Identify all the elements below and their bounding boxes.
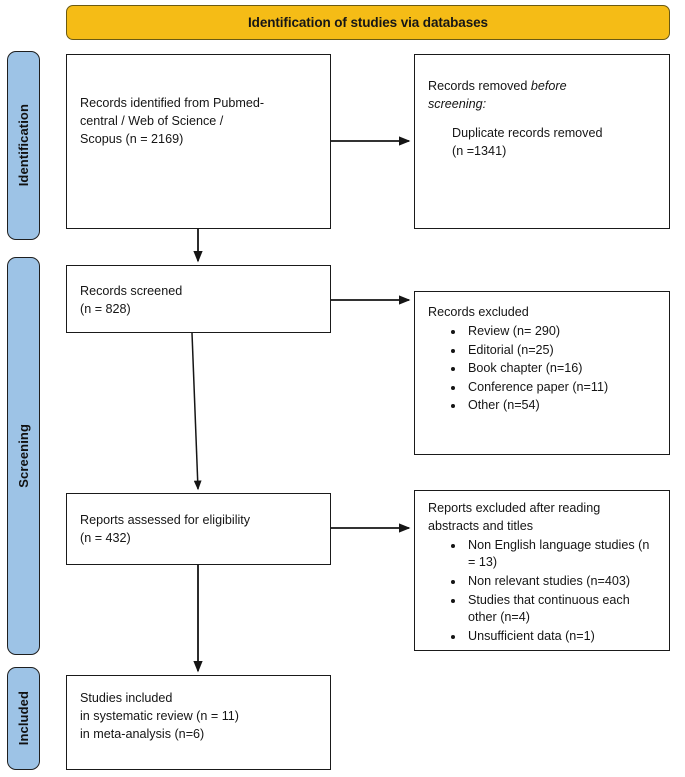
studies-included-line-3: in meta-analysis (n=6) [80,726,205,741]
arrow-screened-to-eligibility [191,332,202,491]
stage-tab-included-label: Included [16,691,31,746]
stage-tab-identification-label: Identification [16,104,31,187]
list-item: Editorial (n=25) [451,342,660,360]
list-item: Review (n= 290) [451,323,660,341]
box-reports-assessed-for-eligibility: Reports assessed for eligibility (n = 43… [66,493,331,565]
records-removed-italic-before: before [530,79,567,93]
list-item: Unsufficient data (n=1) [451,628,660,646]
records-removed-italic-screening: screening: [428,96,487,111]
banner-title: Identification of studies via databases [248,15,488,30]
list-item: Other (n=54) [451,397,660,415]
records-screened-line-1: Records screened [80,284,183,298]
box-studies-included: Studies included in systematic review (n… [66,675,331,770]
box-records-identified: Records identified from Pubmed- central … [66,54,331,229]
list-item: Conference paper (n=11) [451,379,660,397]
records-identified-line-1: Records identified from Pubmed- [80,96,265,110]
box-records-identified-text: Records identified from Pubmed- central … [80,95,321,149]
records-identified-line-3: Scopus (n = 2169) [80,131,184,146]
box-records-screened: Records screened (n = 828) [66,265,331,333]
records-excluded-heading: Records excluded [428,305,529,319]
list-item: Non English language studies (n = 13) [451,537,660,572]
reports-assessed-line-1: Reports assessed for eligibility [80,513,251,527]
studies-included-line-2: in systematic review (n = 11) [80,708,239,723]
duplicate-records-removed-count: (n =1341) [452,143,507,158]
box-records-removed: Records removed before screening: Duplic… [414,54,670,229]
studies-included-line-1: Studies included [80,691,173,705]
box-reports-excluded: Reports excluded after reading abstracts… [414,490,670,651]
reports-assessed-line-2: (n = 432) [80,530,131,545]
box-studies-included-text: Studies included in systematic review (n… [80,690,321,744]
box-records-removed-text: Records removed before screening: Duplic… [428,78,660,161]
list-item: Book chapter (n=16) [451,360,660,378]
records-identified-line-2: central / Web of Science / [80,113,224,128]
reports-excluded-heading-line-2: abstracts and titles [428,518,533,533]
box-reports-assessed-text: Reports assessed for eligibility (n = 43… [80,512,321,548]
records-removed-spacer [428,114,660,125]
records-removed-line-1: Records removed before [428,78,660,96]
box-reports-excluded-text: Reports excluded after reading abstracts… [428,500,660,647]
stage-tab-screening-label: Screening [16,424,31,488]
records-removed-prefix: Records removed [428,79,531,93]
stage-tab-included: Included [7,667,40,770]
records-screened-line-2: (n = 828) [80,301,131,316]
duplicate-records-removed-line: Duplicate records removed [452,125,603,140]
reports-excluded-list: Non English language studies (n = 13) No… [428,537,660,646]
box-records-excluded: Records excluded Review (n= 290) Editori… [414,291,670,455]
stage-tab-screening: Screening [7,257,40,655]
reports-excluded-heading-line-1: Reports excluded after reading [428,501,601,515]
box-records-excluded-text: Records excluded Review (n= 290) Editori… [428,304,660,416]
stage-tab-identification: Identification [7,51,40,240]
box-records-screened-text: Records screened (n = 828) [80,283,321,319]
list-item: Studies that continuous each other (n=4) [451,592,660,627]
banner-identification-via-databases: Identification of studies via databases [66,5,670,40]
list-item: Non relevant studies (n=403) [451,573,660,591]
records-excluded-list: Review (n= 290) Editorial (n=25) Book ch… [428,323,660,415]
